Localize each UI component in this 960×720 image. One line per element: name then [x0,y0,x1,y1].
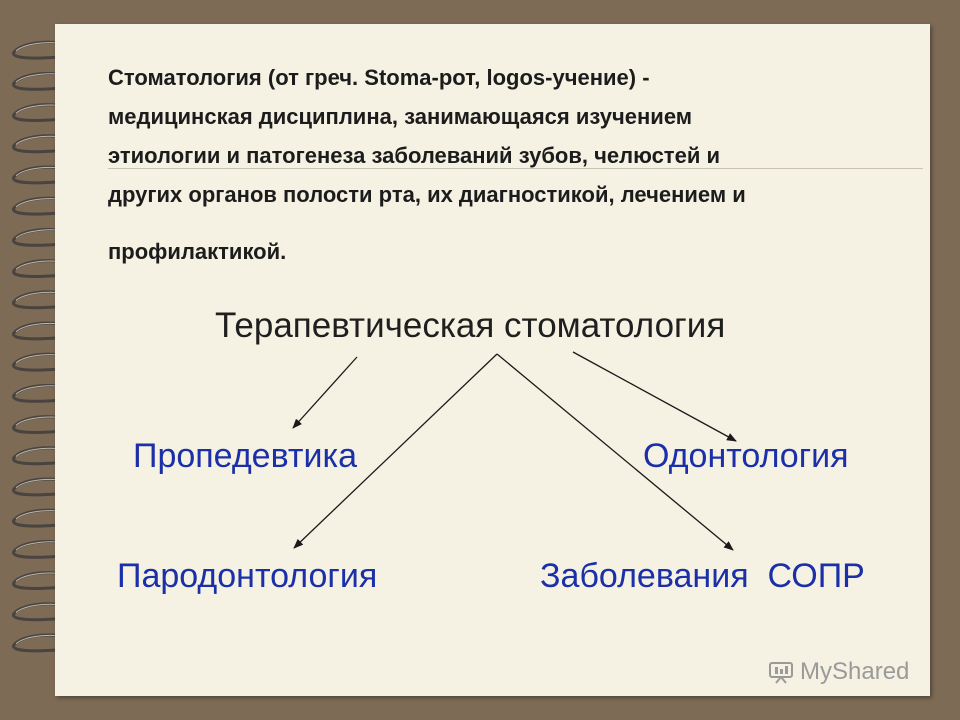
node-propedeutics: Пропедевтика [133,437,357,475]
definition-line-2: медицинская дисциплина, занимающаяся изу… [108,104,693,129]
presentation-board-icon [769,662,793,684]
definition-line-1: Стоматология (от греч. Stoma-рот, logos-… [108,65,650,90]
node-oral-mucosa-diseases: Заболевания СОПР [540,557,865,595]
definition-line-5: профилактикой. [108,239,287,264]
definition-text: Стоматология (от греч. Stoma-рот, logos-… [108,58,928,271]
watermark: MyShared [768,658,909,686]
node-periodontology: Пародонтология [117,557,378,595]
root-node-therapeutic-dentistry: Терапевтическая стоматология [215,306,726,345]
definition-line-3: этиологии и патогенеза заболеваний зубов… [108,143,720,168]
node-odontology: Одонтология [643,437,849,475]
divider-line [108,168,923,169]
watermark-text: MyShared [800,658,910,685]
definition-line-4: других органов полости рта, их диагности… [108,182,746,207]
